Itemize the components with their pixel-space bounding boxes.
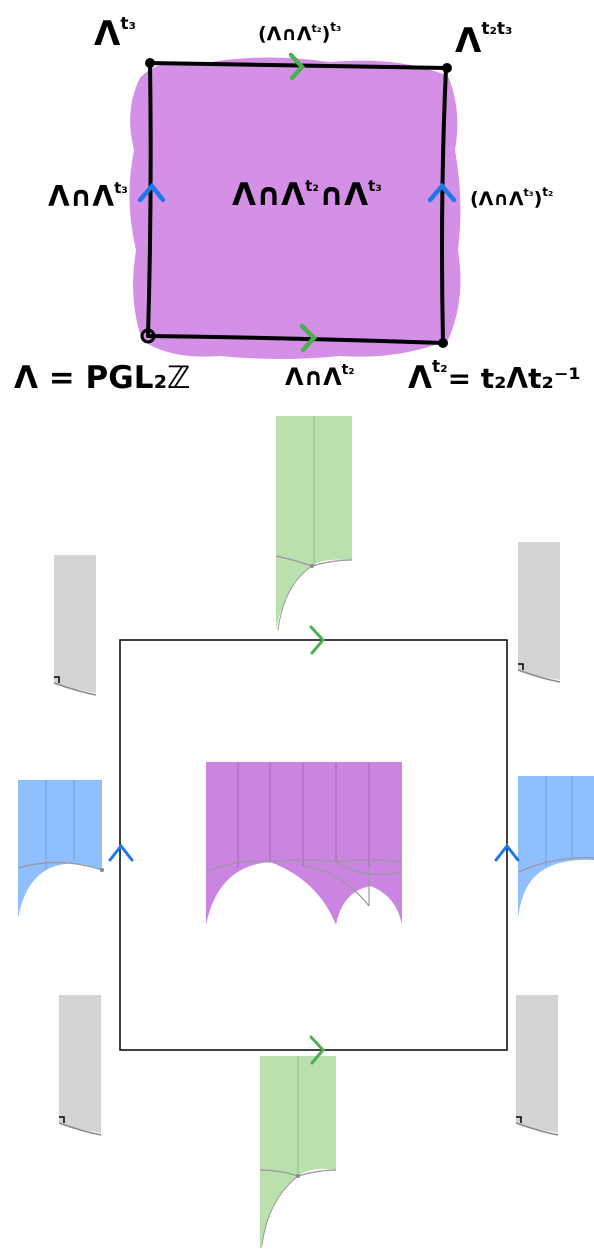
purple-piece-center [205, 762, 403, 925]
blue-piece-right [517, 776, 594, 918]
chevron-up-icon [108, 843, 134, 862]
vertex-bottom-right [438, 338, 448, 348]
vertex-top-right [442, 63, 452, 73]
chevron-right-icon [299, 323, 318, 353]
vertex-label-top-right: Λt₂t₃ [455, 19, 512, 61]
vertex-top-left [145, 58, 155, 68]
vertex-label-top-left: Λt₃ [94, 14, 136, 54]
green-piece-top [275, 416, 353, 631]
chevron-right-icon [288, 52, 306, 81]
edge-label-right: (Λ∩Λt₃)t₂ [470, 185, 553, 210]
bottom-diagram [17, 416, 594, 1248]
face-label: Λ∩Λt₂∩Λt₃ [232, 177, 382, 213]
gray-piece-top-left [53, 554, 97, 696]
gray-piece-bottom-left [58, 994, 102, 1136]
edge-label-left: Λ∩Λt₃ [48, 179, 128, 213]
vertex-bottom-left [140, 328, 156, 344]
gray-piece-bottom-right [515, 994, 559, 1136]
chevron-up-icon [427, 182, 457, 203]
vertex-label-bottom-right: Λt₂= t₂Λt₂⁻¹ [408, 357, 581, 396]
edge-label-bottom: Λ∩Λt₂ [285, 362, 354, 391]
chevron-right-icon [309, 625, 326, 655]
face-region [129, 57, 461, 360]
chevron-up-icon [137, 182, 166, 203]
edge-label-top: (Λ∩Λt₂)t₃ [258, 20, 341, 45]
blue-piece-left [17, 780, 104, 918]
green-piece-bottom [259, 1056, 337, 1248]
chevron-up-icon [494, 843, 520, 862]
gray-piece-top-right [517, 541, 561, 683]
top-diagram: Λt₃ Λt₂t₃ Λ = PGL₂ℤ Λt₂= t₂Λt₂⁻¹ (Λ∩Λt₂)… [14, 14, 581, 396]
vertex-label-bottom-left: Λ = PGL₂ℤ [14, 360, 190, 396]
chevron-right-icon [309, 1035, 326, 1065]
